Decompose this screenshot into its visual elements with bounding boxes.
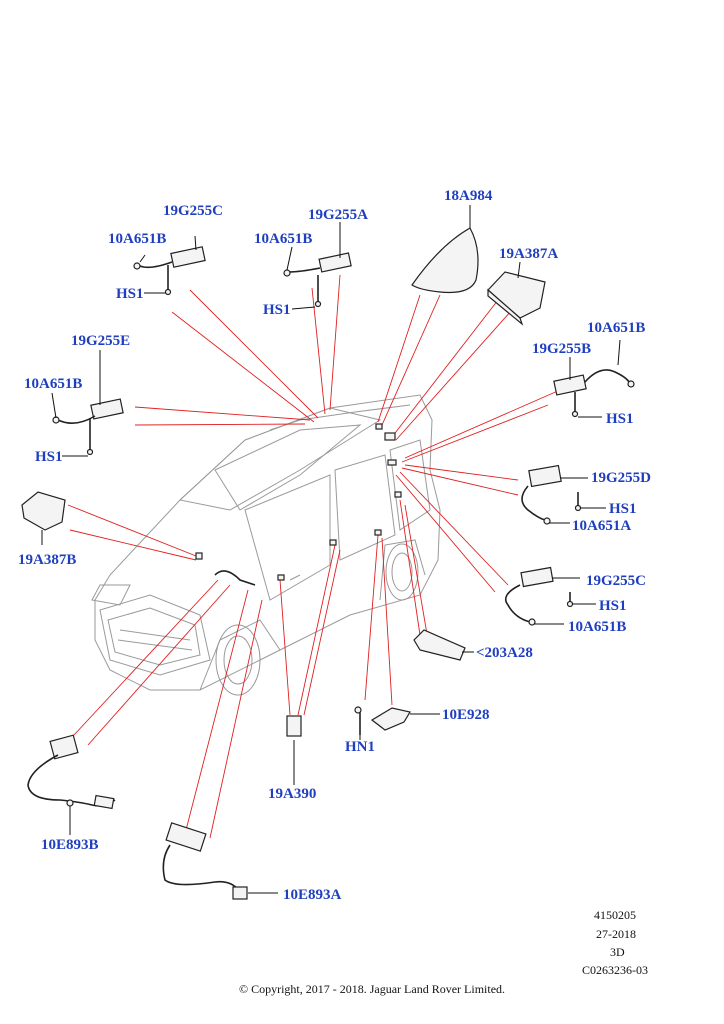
part-18A984-antenna	[411, 205, 479, 294]
label-HS1-1[interactable]: HS1	[116, 286, 144, 302]
label-10A651B-1[interactable]: 10A651B	[108, 231, 167, 247]
label-19A390[interactable]: 19A390	[268, 786, 317, 802]
part-19A387A-module	[487, 261, 546, 326]
label-19A387A[interactable]: 19A387A	[499, 246, 559, 262]
illustration-number: 4150205	[594, 908, 636, 922]
label-19G255D[interactable]: 19G255D	[591, 470, 651, 486]
label-18A984[interactable]: 18A984	[444, 188, 493, 204]
part-19G255E	[51, 350, 124, 457]
label-HS1-5[interactable]: HS1	[609, 501, 637, 517]
copyright-notice: © Copyright, 2017 - 2018. Jaguar Land Ro…	[238, 982, 506, 996]
label-HN1[interactable]: HN1	[345, 739, 375, 755]
part-19G255D	[521, 464, 606, 525]
leader-lines	[67, 274, 561, 839]
label-10A651B-2[interactable]: 10A651B	[254, 231, 313, 247]
part-19A387A-small-markers	[195, 423, 402, 586]
label-10A651B-4[interactable]: 10A651B	[587, 320, 646, 336]
illustration-code: C0263236-03	[582, 963, 648, 977]
part-19G255C-top	[133, 235, 206, 296]
label-HS1-3[interactable]: HS1	[35, 449, 63, 465]
part-19G255B	[553, 339, 635, 418]
part-19A387B-module	[21, 491, 66, 545]
label-HS1-2[interactable]: HS1	[263, 302, 291, 318]
label-10E893B[interactable]: 10E893B	[41, 837, 99, 853]
vehicle-outline	[91, 394, 441, 696]
label-HS1-4[interactable]: HS1	[606, 411, 634, 427]
illustration-view: 3D	[610, 945, 625, 959]
label-19G255A[interactable]: 19G255A	[308, 207, 368, 223]
label-19G255B[interactable]: 19G255B	[532, 341, 592, 357]
label-10A651B-5[interactable]: 10A651B	[568, 619, 627, 635]
part-19G255A	[283, 222, 352, 310]
label-10A651A[interactable]: 10A651A	[572, 518, 632, 534]
label-19A387B[interactable]: 19A387B	[18, 552, 77, 568]
label-19G255E[interactable]: 19G255E	[71, 333, 131, 349]
label-10A651B-3[interactable]: 10A651B	[24, 376, 83, 392]
label-10E928[interactable]: 10E928	[442, 707, 490, 723]
part-10E893A-cable	[162, 822, 278, 900]
part-19G255C-bottom	[504, 566, 596, 626]
label-19G255C-top[interactable]: 19G255C	[163, 203, 223, 219]
part-19A390-sensor	[286, 715, 302, 785]
label-HS1-6[interactable]: HS1	[599, 598, 627, 614]
part-10E928-switch	[354, 706, 440, 740]
label-19G255C-bottom[interactable]: 19G255C	[586, 573, 646, 589]
label-10E893A[interactable]: 10E893A	[283, 887, 342, 903]
label-203A28[interactable]: <203A28	[476, 645, 533, 661]
part-10E893B-cable	[27, 734, 116, 835]
part-203A28-lamp	[413, 629, 474, 661]
illustration-date: 27-2018	[596, 927, 636, 941]
